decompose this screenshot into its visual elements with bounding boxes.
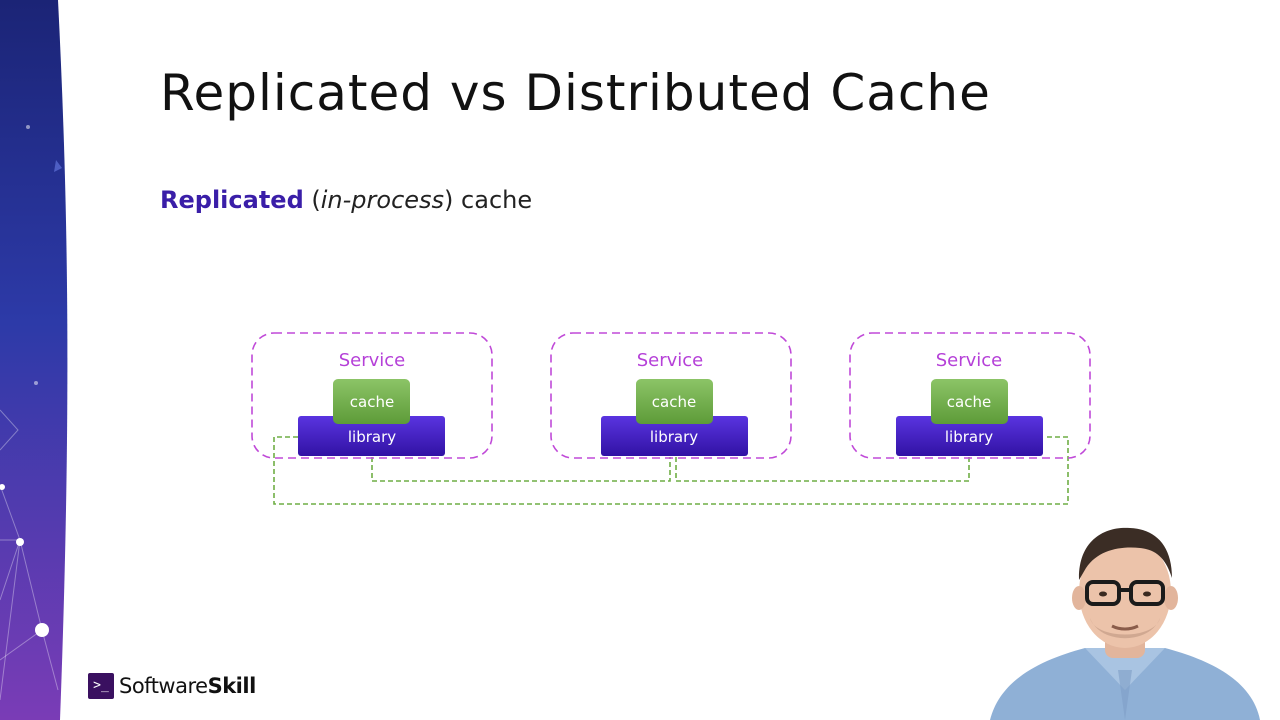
library-label: library	[945, 428, 993, 446]
section-heading: Replicated (in-process) cache	[160, 186, 532, 214]
library-box	[298, 416, 445, 456]
library-label: library	[348, 428, 396, 446]
inner-link-right	[675, 457, 970, 482]
service-node: Service library cache	[251, 332, 493, 459]
outer-link	[273, 436, 1069, 505]
heading-emphasis: Replicated	[160, 186, 304, 214]
cache-box	[636, 379, 713, 424]
page-title: Replicated vs Distributed Cache	[160, 64, 991, 122]
service-label: Service	[637, 350, 704, 371]
logo-text-regular: Software	[119, 674, 208, 698]
softwareskill-logo: >_ SoftwareSkill	[88, 673, 256, 699]
presenter-figure	[990, 527, 1260, 720]
inner-link-left	[371, 457, 671, 482]
service-node: Service library cache	[849, 332, 1091, 459]
heading-italic: in-process	[320, 186, 445, 214]
cache-label: cache	[350, 393, 394, 411]
cache-label: cache	[652, 393, 696, 411]
service-node: Service library cache	[550, 332, 792, 459]
service-boundary	[550, 332, 792, 459]
cache-label: cache	[947, 393, 991, 411]
replication-links	[273, 436, 1069, 505]
heading-paren-open: (	[303, 186, 321, 214]
presenter-video	[990, 527, 1260, 720]
cache-box	[931, 379, 1008, 424]
terminal-icon: >_	[88, 673, 114, 699]
library-box	[601, 416, 748, 456]
cache-box	[333, 379, 410, 424]
service-boundary	[251, 332, 493, 459]
heading-rest: ) cache	[444, 186, 533, 214]
library-label: library	[650, 428, 698, 446]
service-boundary	[849, 332, 1091, 459]
decorative-band	[0, 0, 68, 720]
logo-text-bold: Skill	[207, 674, 257, 698]
logo-wordmark: SoftwareSkill	[119, 674, 256, 698]
library-box	[896, 416, 1043, 456]
service-label: Service	[936, 350, 1003, 371]
service-label: Service	[339, 350, 406, 371]
